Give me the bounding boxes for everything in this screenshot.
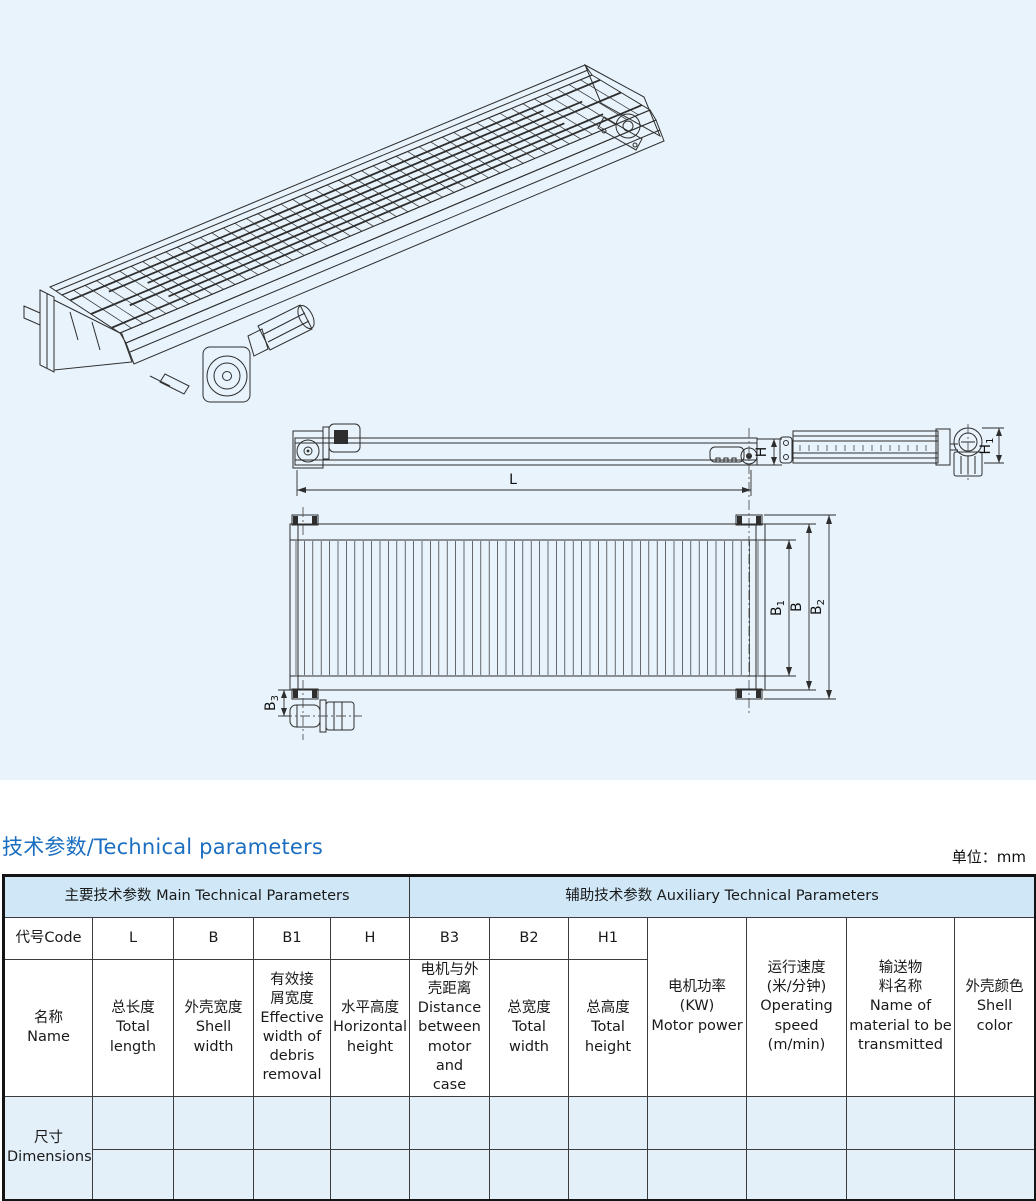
end-view-hatch xyxy=(799,445,927,451)
dimension-b3: B3 xyxy=(263,689,295,717)
material-name-header-cell: 输送物 料名称 Name of material to be transmitt… xyxy=(846,917,955,1097)
empty-value-cell xyxy=(568,1148,648,1201)
dimension-b1: B1 xyxy=(765,539,796,677)
name-cell-motor-case-distance: 电机与外 壳距离 Distance between motor and case xyxy=(409,959,490,1097)
dim-b2-main: B xyxy=(809,605,825,615)
plan-slats xyxy=(295,541,759,675)
dimension-h1: H1 xyxy=(978,427,1004,464)
plan-motor xyxy=(282,699,362,733)
empty-value-cell xyxy=(409,1148,490,1201)
empty-value-cell xyxy=(746,1095,847,1150)
name-cell-total-height: 总高度 Total height xyxy=(568,959,648,1097)
main-parameters-header: 主要技术参数 Main Technical Parameters xyxy=(3,875,410,918)
operating-speed-header-cell: 运行速度 (米/分钟) Operating speed (m/min) xyxy=(746,917,847,1097)
name-cell-effective-width: 有效接 屑宽度 Effective width of debris remova… xyxy=(253,959,331,1097)
empty-value-cell xyxy=(846,1148,955,1201)
empty-value-cell xyxy=(489,1095,569,1150)
name-cell-shell-width: 外壳宽度 Shell width xyxy=(173,959,254,1097)
dim-b1-sub: 1 xyxy=(776,600,787,606)
empty-value-cell xyxy=(489,1148,569,1201)
group-header-row: 主要技术参数 Main Technical Parameters 辅助技术参数 … xyxy=(3,875,1036,918)
code-cell-h: H xyxy=(330,917,410,960)
end-view: H1 xyxy=(779,424,1004,480)
name-cell-total-width: 总宽度 Total width xyxy=(489,959,569,1097)
dimensions-row-2 xyxy=(4,1148,1036,1201)
unit-label: 单位：mm xyxy=(951,848,1026,866)
empty-value-cell xyxy=(330,1095,410,1150)
dimension-l: L xyxy=(296,470,752,496)
top-plan-view: B3 B1 B xyxy=(263,507,836,740)
empty-value-cell xyxy=(92,1148,174,1201)
dim-b2-sub: 2 xyxy=(816,599,827,605)
empty-value-cell xyxy=(568,1095,648,1150)
empty-value-cell xyxy=(173,1095,254,1150)
dim-b3-main: B xyxy=(263,701,279,711)
name-cell-horizontal-height: 水平高度 Horizontal height xyxy=(330,959,410,1097)
empty-value-cell xyxy=(409,1095,490,1150)
dim-b1-main: B xyxy=(769,606,785,616)
auxiliary-parameters-header: 辅助技术参数 Auxiliary Technical Parameters xyxy=(408,875,1036,918)
dim-label-b3: B3 xyxy=(263,695,281,711)
name-row-label: 名称 Name xyxy=(3,959,93,1097)
code-cell-b: B xyxy=(173,917,254,960)
empty-value-cell xyxy=(253,1148,331,1201)
dimension-b2: B2 xyxy=(764,514,836,700)
name-row: 名称 Name 总长度 Total length 外壳宽度 Shell widt… xyxy=(3,959,1036,1097)
empty-value-cell xyxy=(173,1148,254,1201)
dim-label-l: L xyxy=(509,472,517,488)
empty-value-cell xyxy=(953,1095,1036,1150)
dim-label-b1: B1 xyxy=(769,600,787,616)
chain-strips xyxy=(69,79,643,329)
technical-parameters-table: 主要技术参数 Main Technical Parameters 辅助技术参数 … xyxy=(2,874,1036,1201)
dim-label-b: B xyxy=(789,602,805,612)
dimension-b: B xyxy=(765,523,816,691)
empty-value-cell xyxy=(92,1095,174,1150)
technical-drawing-panel: H L xyxy=(0,0,1036,780)
dim-b3-sub: 3 xyxy=(270,695,281,701)
dimensions-row-1: 尺寸 Dimensions xyxy=(3,1095,1036,1201)
code-cell-l: L xyxy=(92,917,174,960)
empty-value-cell xyxy=(846,1095,955,1150)
side-elevation-view: H L xyxy=(292,423,782,714)
gear-motor xyxy=(149,304,315,403)
empty-value-cell xyxy=(330,1148,410,1201)
code-cell-b2: B2 xyxy=(489,917,569,960)
dim-label-h: H xyxy=(754,447,770,458)
code-cell-b3: B3 xyxy=(409,917,490,960)
empty-value-cell xyxy=(647,1095,747,1150)
empty-value-cell xyxy=(746,1148,847,1201)
empty-value-cell xyxy=(953,1148,1036,1201)
dim-h1-sub: 1 xyxy=(985,438,996,444)
name-cell-total-length: 总长度 Total length xyxy=(92,959,174,1097)
dim-h1-main: H xyxy=(978,444,994,455)
motor-power-header-cell: 电机功率 (KW) Motor power xyxy=(647,917,747,1097)
code-row-label: 代号Code xyxy=(3,917,93,960)
dimensions-label: 尺寸 Dimensions xyxy=(3,1095,93,1201)
page-title: 技术参数/Technical parameters xyxy=(2,835,323,859)
shell-color-header-cell: 外壳颜色 Shell color xyxy=(953,917,1036,1097)
dim-label-h1: H1 xyxy=(978,438,996,455)
dimension-h: H xyxy=(754,438,782,466)
code-cell-b1: B1 xyxy=(253,917,331,960)
code-cell-h1: H1 xyxy=(568,917,648,960)
dim-label-b2: B2 xyxy=(809,599,827,615)
technical-drawing: H L xyxy=(23,63,1004,740)
isometric-view xyxy=(23,63,665,403)
empty-value-cell xyxy=(647,1148,747,1201)
corner-brackets xyxy=(291,514,763,700)
code-row: 代号Code L B B1 H B3 B2 H1 电机功率 (KW) Motor… xyxy=(3,917,1036,1097)
empty-value-cell xyxy=(253,1095,331,1150)
